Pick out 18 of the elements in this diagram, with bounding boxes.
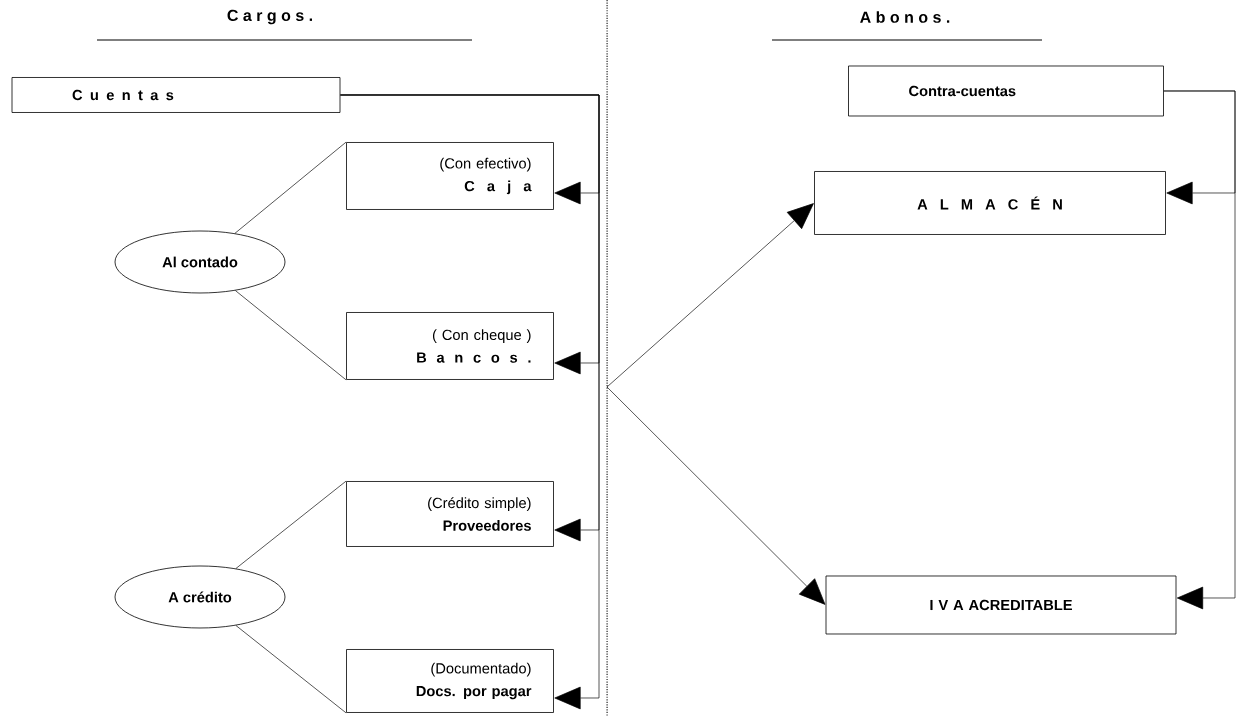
connector-line [235, 290, 347, 381]
account-box: (Crédito simple) Proveedores [346, 481, 554, 547]
arrow [606, 386, 826, 605]
account-box: ( Con cheque ) B a n c o s . [346, 312, 554, 380]
connector-line [235, 480, 347, 569]
connector-line [235, 625, 347, 714]
account-box: (Documentado) Docs. por pagar [346, 649, 554, 713]
account-box: Contra-cuentas [848, 65, 1164, 117]
arrow [340, 94, 600, 710]
account-box: A L M A C É N [814, 171, 1166, 235]
account-box: C u e n t a s [11, 77, 341, 113]
connector-line [234, 141, 347, 234]
arrow [1163, 90, 1236, 610]
account-box: I V A ACREDITABLE [825, 575, 1177, 635]
column-heading: C a r g o s . [96, 9, 473, 41]
account-box: (Con efectivo) C a j a [346, 142, 554, 210]
arrow [606, 203, 814, 388]
column-heading: A b o n o s . [771, 11, 1043, 41]
